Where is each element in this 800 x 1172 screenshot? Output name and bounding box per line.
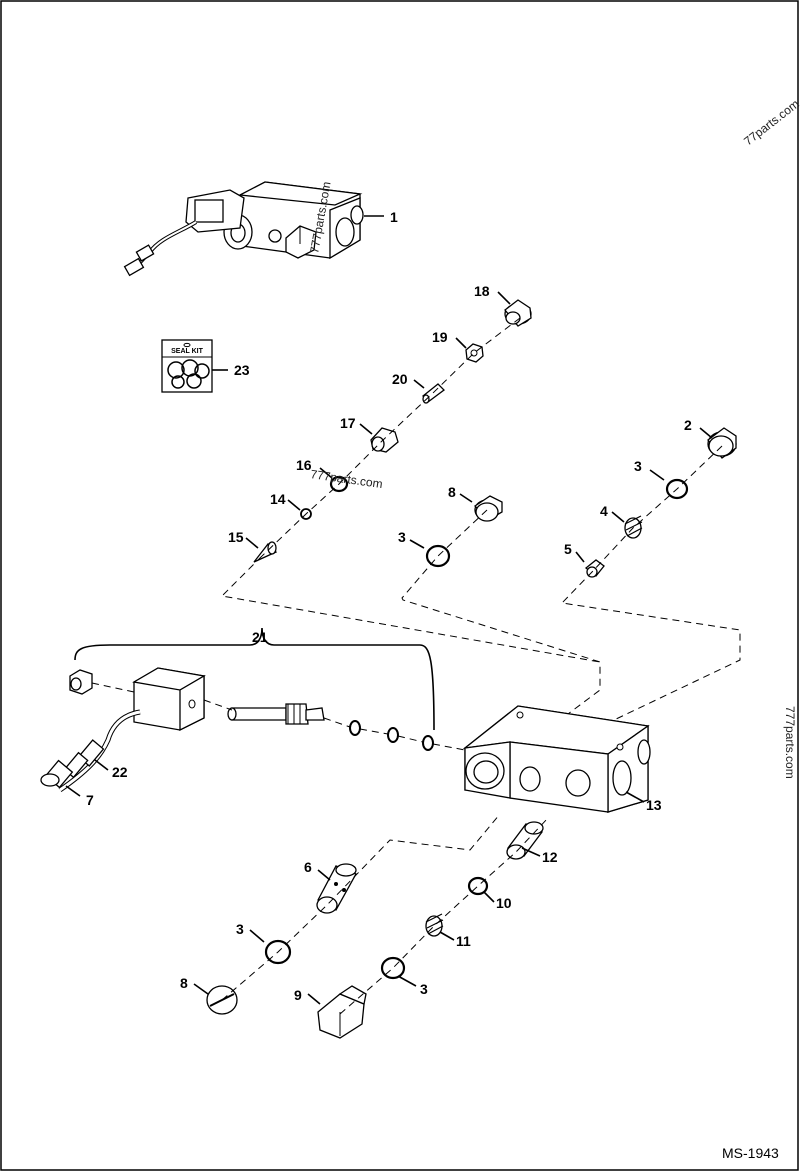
callout-16: 16 [296, 457, 312, 473]
callout-20: 20 [392, 371, 408, 387]
callout-2: 2 [684, 417, 692, 433]
lower-left-parts [206, 813, 501, 1015]
watermark-right: 777parts.com [783, 706, 797, 779]
valve-block-13 [462, 705, 651, 813]
callout-23: 23 [234, 362, 250, 378]
callout-18: 18 [474, 283, 490, 299]
plug-assembly-right [560, 427, 741, 721]
callout-8a: 8 [448, 484, 456, 500]
callout-15: 15 [228, 529, 244, 545]
callout-3c: 3 [236, 921, 244, 937]
callout-13: 13 [646, 797, 662, 813]
callout-21: 21 [252, 629, 268, 645]
spring-11 [425, 913, 444, 937]
callout-11: 11 [456, 933, 471, 949]
callout-labels: 1 2 3 3 3 3 4 5 6 7 8 8 9 10 11 12 13 14… [86, 209, 692, 1003]
callout-4: 4 [600, 503, 608, 519]
callout-6: 6 [304, 859, 312, 875]
callout-7: 7 [86, 792, 94, 808]
callout-17: 17 [340, 415, 356, 431]
leader-lines [65, 215, 713, 1005]
callout-3a: 3 [634, 458, 642, 474]
callout-3d: 3 [420, 981, 428, 997]
callout-3b: 3 [398, 529, 406, 545]
callout-12: 12 [542, 849, 558, 865]
seal-kit-label: SEAL KIT [171, 348, 203, 355]
callout-19: 19 [432, 329, 448, 345]
valve-assembly-top [123, 181, 364, 277]
document-reference: MS-1943 [722, 1145, 779, 1161]
callout-14: 14 [270, 491, 286, 507]
callout-1: 1 [390, 209, 398, 225]
solenoid-assembly-21 [40, 627, 466, 793]
plug-assembly-middle [401, 495, 601, 721]
lower-right-parts [317, 817, 549, 1039]
watermark-top-right: 77parts.com [741, 97, 800, 149]
callout-22: 22 [112, 764, 128, 780]
dashed-path-left [220, 555, 601, 663]
needle-valve-parts [253, 299, 532, 563]
callout-10: 10 [496, 895, 512, 911]
seal-kit: SEAL KIT [161, 339, 213, 393]
callout-9: 9 [294, 987, 302, 1003]
callout-8b: 8 [180, 975, 188, 991]
callout-5: 5 [564, 541, 572, 557]
